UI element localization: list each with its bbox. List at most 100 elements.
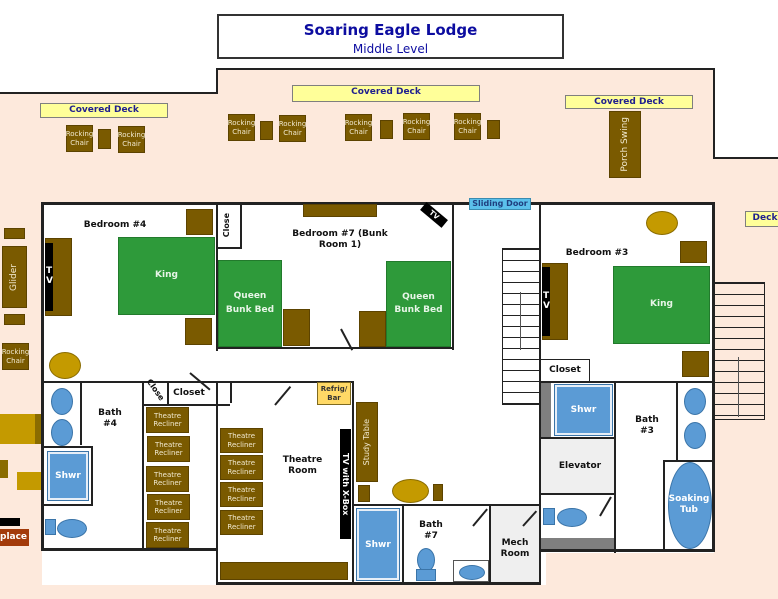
chair xyxy=(358,485,370,502)
bath4-label: Bath #4 xyxy=(98,408,122,430)
wall xyxy=(230,383,232,403)
wall xyxy=(530,202,715,205)
dresser xyxy=(303,204,377,217)
nightstand xyxy=(283,309,310,346)
wall xyxy=(91,446,93,504)
side-table xyxy=(380,120,393,139)
bath7-label: Bath #7 xyxy=(419,520,443,542)
stairs[interactable] xyxy=(714,282,765,420)
stairs-arrow xyxy=(738,357,739,417)
toilet-tank xyxy=(543,508,555,525)
rocking-chair: Rocking Chair xyxy=(345,114,372,141)
wall xyxy=(216,347,454,349)
theatre-room-label: Theatre Room xyxy=(282,455,323,477)
bedroom7-queen-bunk-left: Queen Bunk Bed xyxy=(218,260,282,347)
wall xyxy=(540,381,713,383)
side-table xyxy=(260,121,273,140)
wall xyxy=(452,203,454,350)
chair-oval xyxy=(646,211,678,235)
theatre-recliner: Theatre Recliner xyxy=(146,466,189,492)
elevator-label: Elevator xyxy=(558,461,602,471)
sliding-door[interactable]: Sliding Door xyxy=(469,198,531,210)
deck-outline xyxy=(0,92,218,94)
bedroom3-tv: T V xyxy=(542,267,550,336)
stairs[interactable] xyxy=(502,248,540,405)
deck-outline xyxy=(713,157,778,159)
theatre-recliner: Theatre Recliner xyxy=(220,428,263,453)
side-table xyxy=(98,129,111,149)
bedroom7-label: Bedroom #7 (Bunk Room 1) xyxy=(292,229,388,251)
wall xyxy=(167,383,169,405)
covered-deck-center-label: Covered Deck xyxy=(292,85,480,102)
soaking-tub xyxy=(668,462,712,549)
bedroom4-tv: T V xyxy=(45,243,53,311)
wall xyxy=(216,203,218,351)
elevator xyxy=(541,439,614,494)
wall xyxy=(216,381,354,383)
nightstand xyxy=(186,209,213,235)
wall xyxy=(216,548,218,584)
wall xyxy=(352,381,354,585)
wall xyxy=(541,437,615,439)
glider: Glider xyxy=(2,246,27,308)
theatre-recliner: Theatre Recliner xyxy=(220,482,263,507)
wall-block xyxy=(541,383,551,438)
sink xyxy=(684,388,706,415)
rocking-chair: Rocking Chair xyxy=(2,343,29,370)
lodge-name: Soaring Eagle Lodge xyxy=(303,21,478,39)
nightstand xyxy=(680,241,707,263)
wall xyxy=(676,383,678,461)
wall xyxy=(402,504,404,584)
bath4-shower: Shwr xyxy=(47,451,89,501)
porch-swing: Porch Swing xyxy=(609,111,641,178)
wall-block xyxy=(541,538,614,549)
theatre-tv: TV with X-Box xyxy=(340,429,351,539)
soaking-tub-label: Soaking Tub xyxy=(668,494,710,516)
wall xyxy=(43,504,93,506)
wall xyxy=(142,404,230,406)
wall xyxy=(663,460,713,462)
deck-far-right-label: Deck xyxy=(745,211,778,227)
wall xyxy=(41,202,44,550)
rocking-chair: Rocking Chair xyxy=(279,115,306,142)
table-oval xyxy=(392,479,429,503)
vanity xyxy=(453,560,489,582)
wall xyxy=(41,381,261,383)
outdoor-table xyxy=(0,414,35,444)
wall xyxy=(539,549,714,552)
fireplace: place xyxy=(0,529,29,546)
wall xyxy=(539,203,541,585)
bedroom7-closet-label: Close xyxy=(222,213,231,238)
toilet-tank xyxy=(45,519,56,535)
theatre-recliner: Theatre Recliner xyxy=(220,510,263,535)
bath7-shower: Shwr xyxy=(356,508,400,581)
wall xyxy=(489,504,491,584)
level-name: Middle Level xyxy=(352,42,429,56)
wall xyxy=(352,504,540,506)
bedroom3-closet-label: Closet xyxy=(549,365,581,375)
side-table xyxy=(4,314,25,325)
chair-oval xyxy=(49,352,81,379)
deck-outline xyxy=(216,68,714,70)
outdoor-chair xyxy=(17,472,42,490)
deck-outline xyxy=(216,68,218,94)
sink xyxy=(459,565,485,580)
mech-room xyxy=(491,506,539,582)
deck-outline xyxy=(713,68,715,159)
wall xyxy=(216,247,242,249)
bedroom3-label: Bedroom #3 xyxy=(565,248,629,258)
theatre-recliner: Theatre Recliner xyxy=(146,407,189,433)
wall xyxy=(712,202,715,552)
sink xyxy=(51,419,73,446)
rocking-chair: Rocking Chair xyxy=(66,125,93,152)
wall xyxy=(41,548,218,551)
rocking-chair: Rocking Chair xyxy=(118,126,145,153)
wall xyxy=(41,202,469,205)
sink xyxy=(684,422,706,449)
mech-room-label: Mech Room xyxy=(500,538,530,560)
nightstand xyxy=(359,311,386,347)
rocking-chair: Rocking Chair xyxy=(454,113,481,140)
outdoor-chair xyxy=(0,460,8,478)
wall xyxy=(142,383,144,550)
bedroom7-queen-bunk-right: Queen Bunk Bed xyxy=(386,261,451,347)
